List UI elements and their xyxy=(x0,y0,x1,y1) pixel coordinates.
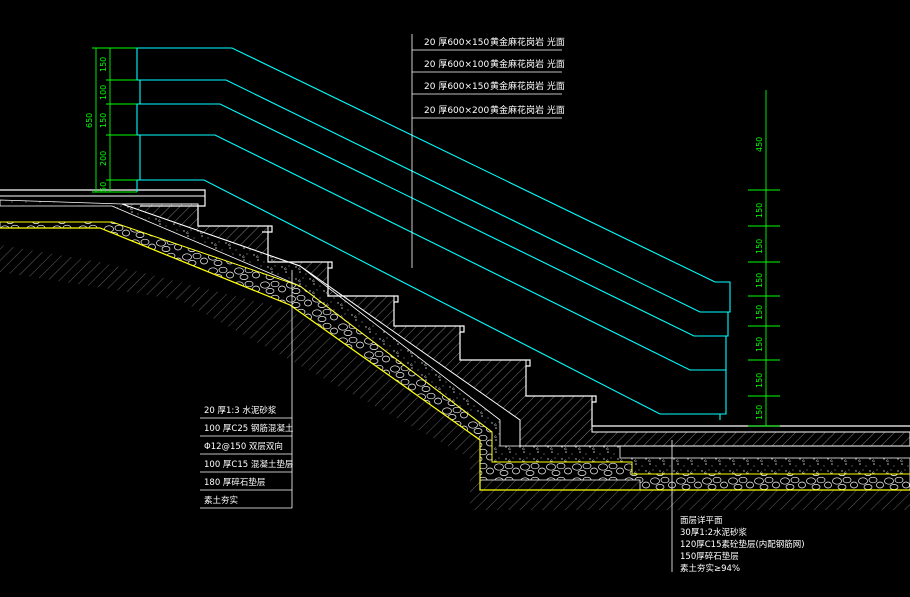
right-dim-step: 150 xyxy=(755,203,764,218)
left-callout-item: 素土夯实 xyxy=(204,495,238,506)
bottom-callout-item: 120厚C15素砼垫层(内配钢筋网) xyxy=(680,539,805,550)
left-dim-part: 200 xyxy=(99,151,108,166)
soil-layer xyxy=(0,245,910,510)
right-dim-step: 150 xyxy=(755,305,764,320)
left-callout-item: 100 厚C15 混凝土垫层 xyxy=(204,459,293,470)
right-dim-step: 150 xyxy=(755,373,764,388)
left-dimensions xyxy=(92,47,137,193)
left-dim-part: 150 xyxy=(99,113,108,128)
top-callout-spec: 20 厚600×100 xyxy=(424,59,489,70)
right-dim-step: 150 xyxy=(755,239,764,254)
left-dim-total: 650 xyxy=(85,113,94,128)
leader-lines xyxy=(200,34,673,572)
top-callout: 20 厚600×150 黄金麻花岗岩 光面 20 厚600×100 黄金麻花岗岩… xyxy=(424,36,565,116)
right-dim-text: 450 150 150 150 150 150 150 150 xyxy=(755,137,764,420)
right-dim-step: 150 xyxy=(755,337,764,352)
left-callout-item: 100 厚C25 钢筋混凝土 xyxy=(204,423,294,434)
left-callout: 20 厚1:3 水泥砂浆 100 厚C25 钢筋混凝土 Φ12@150 双层双向… xyxy=(204,405,294,506)
left-dim-part: 50 xyxy=(99,182,108,192)
bottom-callout-item: 150厚碎石垫层 xyxy=(680,551,739,562)
bottom-callout-item: 素土夯实≥94% xyxy=(680,563,740,574)
right-dim-step: 150 xyxy=(755,405,764,420)
left-callout-item: Φ12@150 双层双向 xyxy=(204,441,283,452)
left-callout-item: 180 厚碎石垫层 xyxy=(204,477,265,488)
bottom-callout-item: 面层详平面 xyxy=(680,515,723,526)
top-callout-spec: 20 厚600×150 xyxy=(424,81,489,92)
top-callout-material: 黄金麻花岗岩 光面 xyxy=(490,104,565,116)
cushion-line-upper xyxy=(0,221,910,475)
top-callout-spec: 20 厚600×200 xyxy=(424,105,489,116)
top-callout-material: 黄金麻花岗岩 光面 xyxy=(490,36,565,48)
bottom-callout: 面层详平面 30厚1:2水泥砂浆 120厚C15素砼垫层(内配钢筋网) 150厚… xyxy=(680,515,805,574)
finish-lines xyxy=(136,47,731,420)
left-dim-part: 100 xyxy=(99,85,108,100)
bottom-callout-item: 30厚1:2水泥砂浆 xyxy=(680,527,747,538)
top-callout-material: 黄金麻花岗岩 光面 xyxy=(490,58,565,70)
left-dim-part: 150 xyxy=(99,57,108,72)
left-callout-item: 20 厚1:3 水泥砂浆 xyxy=(204,405,277,416)
right-dim-top: 450 xyxy=(755,137,764,152)
left-dim-text: 650 150 100 150 200 50 xyxy=(85,57,108,192)
stair-outline xyxy=(0,189,910,427)
ground-line-top xyxy=(0,195,910,433)
right-dim-step: 150 xyxy=(755,273,764,288)
right-dimensions xyxy=(748,90,780,427)
top-callout-material: 黄金麻花岗岩 光面 xyxy=(490,80,565,92)
cushion-line xyxy=(0,227,910,491)
top-callout-spec: 20 厚600×150 xyxy=(424,37,489,48)
